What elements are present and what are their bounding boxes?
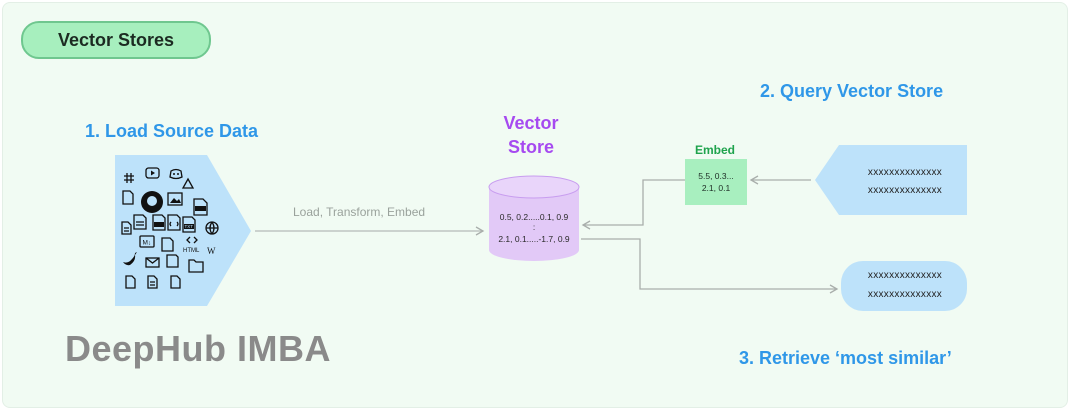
file-code-icon — [161, 237, 174, 252]
slack-icon — [124, 173, 134, 183]
vector-store-cylinder — [488, 175, 580, 261]
txt-label: TXT — [185, 224, 194, 229]
brand-watermark: DeepHub IMBA — [65, 328, 331, 369]
diagram-title: Vector Stores — [21, 21, 211, 59]
document-icon — [121, 221, 132, 235]
vector-row-2: 2.1, 0.1.....-1.7, 0.9 — [498, 234, 570, 244]
source-icons-group — [121, 167, 219, 289]
result-text-line-2: xxxxxxxxxxxxxx — [867, 289, 943, 300]
discord-icon — [169, 168, 183, 180]
arrow-store-to-result — [581, 238, 839, 294]
wikipedia-icon: W — [207, 246, 216, 256]
result-box-shape — [841, 261, 967, 311]
result-text-line-1: xxxxxxxxxxxxxx — [867, 270, 943, 281]
diagram-graphics: M↓ HTML W CSV TXT — [115, 145, 967, 311]
query-text-line-1: xxxxxxxxxxxxxx — [867, 167, 943, 178]
query-box-shape — [815, 145, 967, 215]
arrow-embed-to-store — [581, 179, 685, 230]
txt-file-icon — [182, 216, 196, 233]
markdown-icon — [139, 235, 155, 248]
google-drive-icon — [181, 177, 195, 189]
file-icon — [122, 190, 134, 205]
notes-icon — [133, 214, 147, 230]
vector-row-1: 0.5, 0.2.....0.1, 0.9 — [499, 212, 569, 222]
github-icon — [141, 191, 163, 213]
email-file-icon — [166, 254, 179, 268]
step-query-vector-store: 2. Query Vector Store — [760, 81, 944, 101]
html-label: HTML — [183, 248, 200, 254]
web-icon — [205, 221, 219, 235]
mail-icon — [145, 257, 160, 268]
blank-page-icon — [170, 275, 181, 289]
vector-store-title: Vector Store — [491, 111, 571, 159]
image-icon — [167, 192, 183, 206]
youtube-icon — [145, 167, 160, 179]
embed-box: 5.5, 0.3... 2.1, 0.1 — [685, 159, 747, 205]
folder-icon — [188, 259, 204, 273]
vector-store-title-line2: Store — [507, 137, 554, 157]
step-load-source-data: 1. Load Source Data — [85, 121, 259, 141]
text-page-icon — [147, 275, 158, 289]
pdf-file-icon — [152, 214, 166, 231]
csv-label: CSV — [195, 210, 204, 215]
markdown-label: M↓ — [143, 240, 152, 247]
page-icon — [125, 275, 136, 289]
load-transform-embed-label: Load, Transform, Embed — [293, 205, 426, 219]
json-file-icon — [167, 214, 181, 231]
code-brackets-icon — [186, 236, 198, 244]
csv-file-icon — [193, 198, 208, 216]
step-retrieve-most-similar: 3. Retrieve ‘most similar’ — [739, 348, 952, 368]
twitter-icon — [123, 252, 137, 266]
query-text-line-2: xxxxxxxxxxxxxx — [867, 185, 943, 196]
vector-row-dots: : — [532, 222, 536, 232]
embed-line-1: 5.5, 0.3... — [698, 171, 734, 181]
vector-store-title-line1: Vector — [503, 113, 559, 133]
embed-line-2: 2.1, 0.1 — [701, 183, 731, 193]
embed-label: Embed — [694, 143, 735, 157]
